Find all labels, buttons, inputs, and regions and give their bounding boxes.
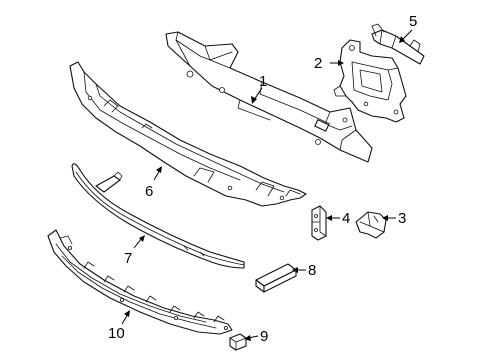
callout-9: 9 [260,328,268,345]
part-2-bracket [333,39,407,123]
arrow-9 [244,335,251,341]
callout-8: 8 [308,262,316,279]
arrow-2 [338,60,344,66]
part-9-clip [229,333,247,351]
callout-3: 3 [398,210,406,227]
leader-1 [253,87,263,101]
callout-4: 4 [342,210,350,227]
arrow-1 [251,96,257,104]
part-8-block [255,263,297,293]
part-5-bracket [371,23,425,65]
arrow-10 [124,310,130,317]
arrow-6 [156,166,162,173]
callout-6: 6 [145,183,153,200]
arrow-5 [399,36,405,43]
leader-5 [401,29,413,41]
arrow-4 [326,215,332,221]
arrow-7 [139,235,145,242]
part-7-trim-strip [71,163,245,269]
arrow-3 [382,215,388,221]
callout-2: 2 [314,55,322,72]
callout-1: 1 [259,73,267,90]
part-3-bracket [355,211,387,239]
callout-labels: 1 2 3 4 5 6 7 8 9 10 [108,13,417,345]
callout-7: 7 [124,250,132,267]
arrow-8 [292,267,298,273]
part-1-reinforcement-beam [165,31,373,163]
part-4-bracket [311,205,327,241]
part-6-absorber [69,61,307,207]
part-10-lower-deflector [47,229,233,335]
callout-5: 5 [409,13,417,30]
callout-10: 10 [108,325,125,342]
leader-lines [121,29,413,341]
